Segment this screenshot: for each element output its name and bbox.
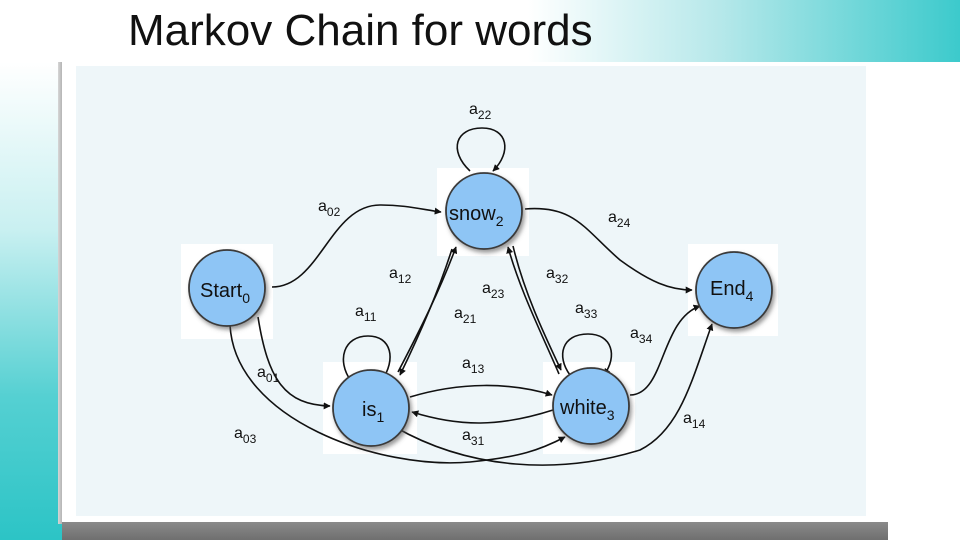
node-snow: snow2 [445,172,523,250]
label-a14: a14 [683,410,706,431]
label-a13: a13 [462,355,485,376]
edge-a01 [257,316,331,410]
label-a21: a21 [454,305,477,326]
label-a34: a34 [630,325,653,346]
start-node-circle [188,249,266,327]
label-a11: a11 [355,303,377,324]
label-a12: a12 [389,265,412,286]
edge-a24 [524,207,693,294]
edge-a14 [394,323,714,466]
edge-a32 [506,246,560,375]
label-a23: a23 [482,280,505,301]
label-a03: a03 [234,425,257,446]
snow-node-circle [445,172,523,250]
snow-node-label: snow2 [449,203,504,229]
end-node-circle [695,251,773,329]
label-a32: a32 [546,265,569,286]
label-a24: a24 [608,209,631,230]
start-node-label: Start0 [200,280,250,306]
node-end: End4 [695,251,773,329]
is-node-label: is1 [362,399,384,425]
left-accent-band [0,62,62,540]
white-node-label: white3 [559,397,615,423]
content-frame-bottom-edge [62,522,888,540]
label-a33: a33 [575,300,598,321]
edge-a11 [342,335,391,382]
title-band [0,0,960,62]
is-node-circle [332,369,410,447]
label-a22: a22 [469,101,492,122]
label-a31: a31 [462,427,485,448]
edge-a02 [271,204,442,288]
node-start: Start0 [188,249,266,327]
edge-a13 [409,384,553,398]
edge-a12 [397,246,458,373]
edge-a23 [512,245,562,371]
edge-labels: a22 a02 a24 a12 a32 a23 a11 a21 a33 a34 … [234,101,706,448]
edges [229,127,714,466]
edge-a22 [456,127,506,172]
label-a01: a01 [257,364,280,385]
white-node-circle [552,367,630,445]
node-is: is1 [332,369,410,447]
edge-a33 [561,333,613,376]
edge-a03 [229,324,566,464]
edge-a21 [399,248,453,376]
node-white: white3 [552,367,630,445]
slide-title: Markov Chain for words [128,6,593,55]
end-node-label: End4 [710,278,754,304]
edge-a34 [629,304,701,396]
label-a02: a02 [318,198,341,219]
edge-a31 [411,409,554,424]
